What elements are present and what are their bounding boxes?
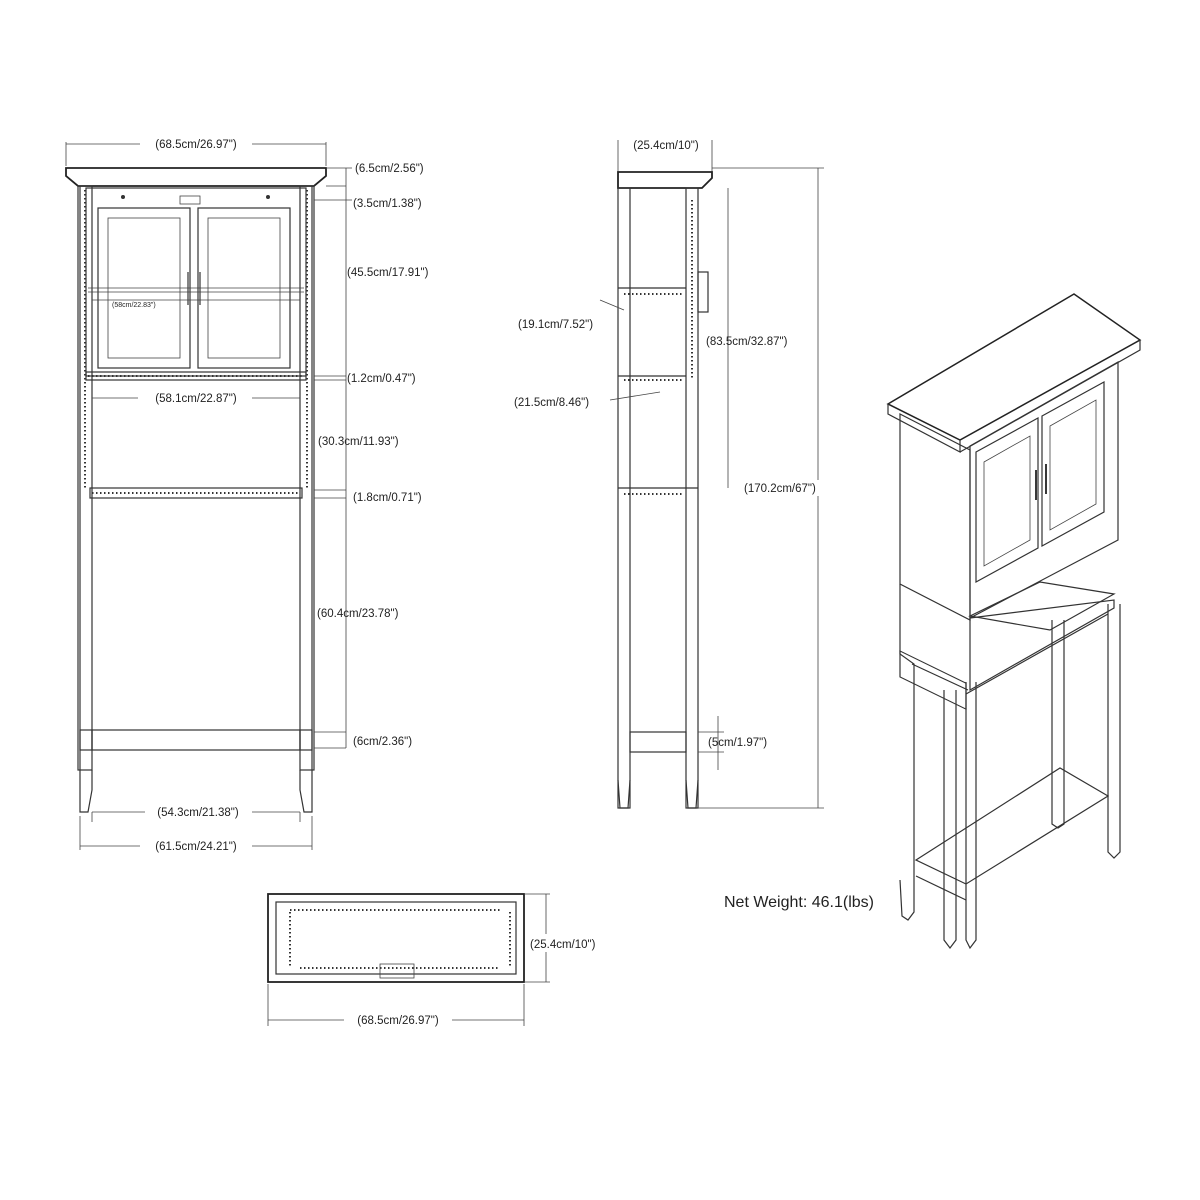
side-back-post [617,187,631,809]
side-view: (25.4cm/10") (19.1cm/7.52") (83.5cm/32.8… [514,140,824,809]
persp-right-door [1041,380,1105,548]
persp-right-door-panel [1049,399,1097,531]
side-handle [697,271,709,313]
dim-front-shelf-thickness: (1.2cm/0.47") [347,373,416,385]
side-stretcher [629,731,687,753]
front-stretcher [91,729,301,751]
dim-front-leg-clearance: (60.4cm/23.78") [317,608,399,620]
dim-top-depth: (25.4cm/10") [530,939,596,951]
front-open-shelf [89,487,303,499]
persp-leg-bracket [911,663,969,691]
persp-left-door-panel [983,435,1031,567]
persp-shelf-back [969,599,1115,692]
persp-left-front-leg [943,690,957,949]
persp-right-front-leg [1107,604,1121,859]
perspective-view [886,293,1142,950]
dim-line [599,299,625,311]
persp-bottom-stretcher [914,767,1110,885]
front-right-foot [299,770,313,813]
side-back-foot [617,779,631,809]
persp-front-rail [965,613,1109,695]
front-crown [65,167,327,187]
top-view: (25.4cm/10") (68.5cm/26.97") [267,893,596,1027]
dim-front-cabinet-height: (45.5cm/17.91") [347,267,429,279]
side-crown [617,171,713,189]
dim-front-inner-width: (58.1cm/22.87") [155,393,237,405]
dim-front-lower-shelf-thickness: (1.8cm/0.71") [353,492,422,504]
dim-front-crown-height: (6.5cm/2.56") [355,163,424,175]
persp-bottom-rail [915,875,967,901]
persp-right-back-leg [1051,620,1065,829]
side-front-foot [685,779,699,809]
front-right-post [299,185,315,771]
front-screw-right [266,195,270,199]
dim-side-depth: (25.4cm/10") [633,140,699,152]
dim-line [609,391,661,401]
front-left-post [77,185,93,771]
persp-left-door [975,416,1039,584]
dim-front-stretcher: (6cm/2.36") [353,736,412,748]
dim-side-shelf-spacing: (19.1cm/7.52") [518,319,593,331]
top-outline [267,893,525,983]
dim-front-upper-gap: (3.5cm/1.38") [353,198,422,210]
front-left-foot [79,770,93,813]
front-cabinet [85,187,307,377]
front-left-bracket [79,729,93,751]
persp-left-front-leg-b [965,682,977,950]
front-view: (68.5cm/26.97") (6.5cm/2.56") (3.5cm/1.3… [65,139,429,853]
front-right-bracket [299,729,313,751]
front-latch [179,195,201,205]
top-latch [379,963,415,979]
front-cabinet-bottom [85,371,307,381]
persp-top-front-edge [887,404,961,453]
dim-front-leg-outer-width: (61.5cm/24.21") [155,841,237,853]
dim-side-shelf-depth: (21.5cm/8.46") [514,397,589,409]
dim-top-width: (68.5cm/26.97") [357,1015,439,1027]
net-weight-label: Net Weight: 46.1(lbs) [724,894,874,911]
dim-side-total-height: (170.2cm/67") [744,483,816,495]
dim-front-top-width: (68.5cm/26.97") [155,139,237,151]
dim-front-leg-inner-width: (54.3cm/21.38") [157,807,239,819]
top-inner [275,901,517,975]
persp-left-back-leg [899,584,915,921]
dim-side-body-height: (83.5cm/32.87") [706,336,788,348]
dim-side-stretcher: (5cm/1.97") [708,737,767,749]
persp-open-shelf [968,581,1116,631]
persp-top [886,293,1142,441]
front-screw-left [121,195,125,199]
dim-front-open-shelf-height: (30.3cm/11.93") [318,436,399,448]
persp-cabinet-side [899,413,971,621]
dim-front-inner-width-small: (58cm/22.83") [112,302,156,309]
